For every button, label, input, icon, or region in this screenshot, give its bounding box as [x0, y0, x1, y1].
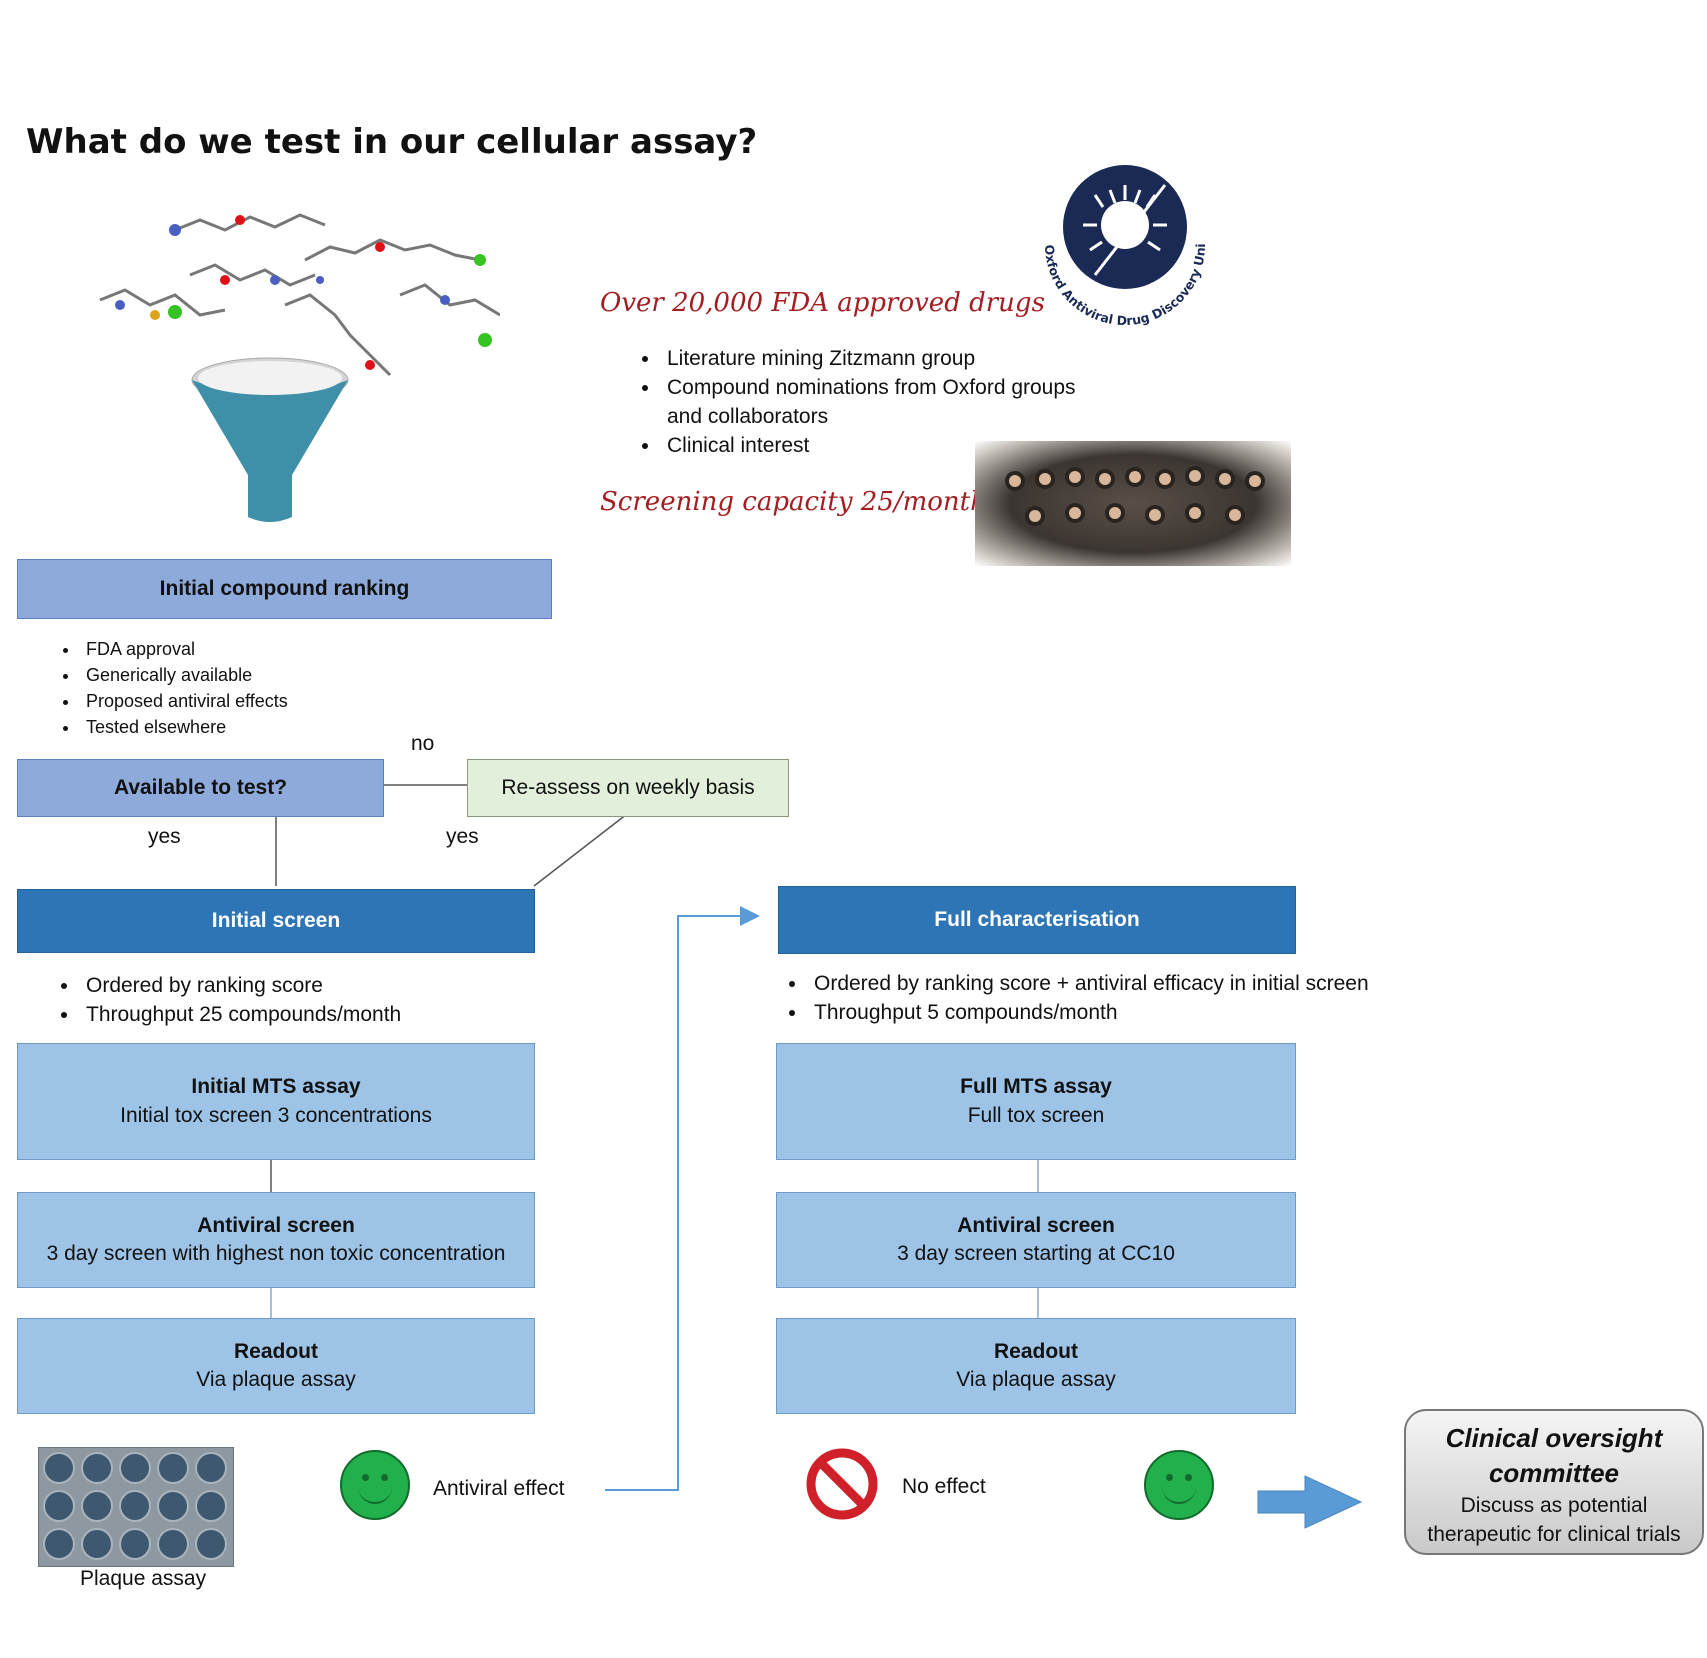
eye — [381, 1474, 388, 1481]
list-item: Proposed antiviral effects — [80, 688, 480, 714]
no-label: no — [411, 732, 435, 755]
list-item: Throughput 25 compounds/month — [80, 1000, 560, 1029]
antiviral-effect-arrow — [605, 906, 760, 1491]
full-characterisation-criteria: Ordered by ranking score + antiviral eff… — [780, 969, 1448, 1027]
reassess-box: Re-assess on weekly basis — [467, 759, 789, 817]
full-characterisation-title: Full characterisation — [934, 907, 1140, 931]
step-title: Full MTS assay — [960, 1075, 1112, 1099]
initial-ranking-title: Initial compound ranking — [159, 576, 410, 600]
team-photo — [975, 441, 1291, 566]
step-title: Antiviral screen — [957, 1213, 1115, 1237]
team-people-icon — [1005, 466, 1265, 526]
reassess-label: Re-assess on weekly basis — [501, 775, 755, 799]
yes-label: yes — [148, 825, 181, 848]
step-subtitle: Initial tox screen 3 concentrations — [120, 1103, 432, 1127]
step-subtitle: Via plaque assay — [956, 1368, 1116, 1391]
initial-mts-assay-box: Initial MTS assay Initial tox screen 3 c… — [17, 1043, 535, 1160]
list-item: Tested elsewhere — [80, 714, 480, 740]
list-item: Literature mining Zitzmann group — [661, 344, 1081, 373]
step-title: Readout — [234, 1339, 318, 1363]
molecules-funnel-illustration — [99, 213, 500, 522]
step-title: Antiviral screen — [197, 1213, 355, 1237]
initial-screen-title: Initial screen — [211, 908, 341, 932]
step-subtitle: 3 day screen starting at CC10 — [897, 1242, 1175, 1265]
clinical-oversight-committee-box: Clinical oversight committee Discuss as … — [1404, 1409, 1704, 1555]
list-item: Generically available — [80, 662, 480, 688]
initial-ranking-box: Initial compound ranking — [17, 559, 552, 619]
plaque-assay-plate-image — [38, 1447, 234, 1567]
page-title: What do we test in our cellular assay? — [26, 122, 758, 162]
list-item: Ordered by ranking score — [80, 971, 560, 1000]
funnel-icon — [191, 357, 349, 522]
oxford-antiviral-logo: Oxford Antiviral Drug Discovery Unit — [1035, 165, 1208, 328]
eye — [1166, 1474, 1173, 1481]
no-effect-label: No effect — [902, 1475, 986, 1498]
eye — [362, 1474, 369, 1481]
reassess-yes-connector — [533, 813, 628, 887]
committee-block-arrow — [1257, 1475, 1363, 1529]
molecule-structures-icon — [99, 213, 500, 377]
committee-subtitle: Discuss as potential therapeutic for cli… — [1427, 1494, 1681, 1546]
antiviral-effect-label: Antiviral effect — [433, 1477, 565, 1500]
committee-title: Clinical oversight committee — [1445, 1423, 1663, 1488]
initial-screen-criteria: Ordered by ranking score Throughput 25 c… — [52, 971, 560, 1029]
step-title: Initial MTS assay — [191, 1075, 361, 1099]
smiley-icon — [340, 1450, 410, 1520]
full-antiviral-screen-box: Antiviral screen 3 day screen starting a… — [776, 1192, 1296, 1288]
step-subtitle: Via plaque assay — [196, 1368, 356, 1391]
screening-capacity: Screening capacity 25/month — [600, 487, 987, 517]
list-item: Clinical interest — [661, 431, 1081, 460]
mouth — [1162, 1486, 1196, 1504]
availability-decision-box: Available to test? — [17, 759, 384, 817]
sources-list: Literature mining Zitzmann group Compoun… — [633, 344, 1081, 460]
plaque-wells-icon — [43, 1452, 227, 1560]
availability-question: Available to test? — [113, 775, 288, 799]
eye — [1185, 1474, 1192, 1481]
full-readout-box: Readout Via plaque assay — [776, 1318, 1296, 1414]
no-entry-icon — [806, 1448, 878, 1520]
plaque-assay-caption: Plaque assay — [80, 1567, 207, 1590]
list-item: Compound nominations from Oxford groups … — [661, 373, 1081, 431]
list-item: Throughput 5 compounds/month — [808, 998, 1448, 1027]
mouth — [358, 1486, 392, 1504]
step-title: Readout — [994, 1339, 1078, 1363]
sources-headline: Over 20,000 FDA approved drugs — [600, 288, 1045, 318]
initial-screen-header: Initial screen — [17, 889, 535, 953]
full-characterisation-header: Full characterisation — [778, 886, 1296, 954]
smiley-icon — [1144, 1450, 1214, 1520]
list-item: Ordered by ranking score + antiviral eff… — [808, 969, 1448, 998]
list-item: FDA approval — [80, 636, 480, 662]
initial-readout-box: Readout Via plaque assay — [17, 1318, 535, 1414]
full-mts-assay-box: Full MTS assay Full tox screen — [776, 1043, 1296, 1160]
initial-antiviral-screen-box: Antiviral screen 3 day screen with highe… — [17, 1192, 535, 1288]
step-subtitle: Full tox screen — [967, 1103, 1105, 1127]
step-subtitle: 3 day screen with highest non toxic conc… — [46, 1242, 506, 1265]
ranking-criteria-list: FDA approval Generically available Propo… — [52, 636, 480, 740]
reassess-yes-label: yes — [446, 825, 479, 848]
